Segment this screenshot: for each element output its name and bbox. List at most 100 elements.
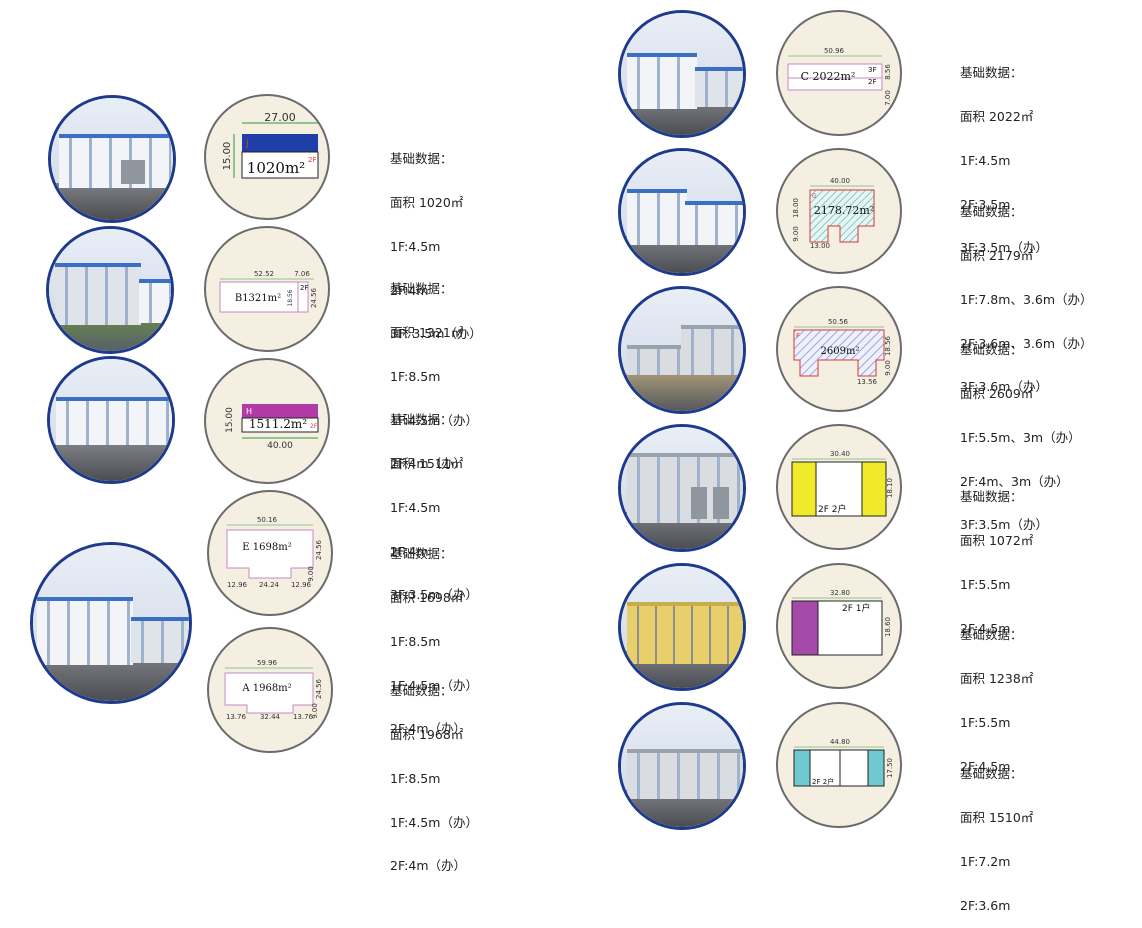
plan-a-height2: 9.00 (311, 703, 319, 719)
plan-f-height: 18.56 (884, 335, 892, 356)
plan-g-area: 2178.72m² (814, 204, 874, 217)
building-photo-j (48, 95, 176, 223)
plan-h-width: 40.00 (267, 441, 293, 451)
floor-plan-k2: 32.80 2F 1户 18.60 (776, 563, 902, 689)
info-line: 面积 1020㎡ (390, 194, 464, 210)
info-line: 1F:4.5m (390, 499, 441, 515)
info-line: 3F:3.5m（办） (960, 240, 1048, 256)
plan-k3-width: 44.80 (830, 738, 850, 746)
info-header: 基础数据： (960, 627, 1023, 643)
info-line: 2F:4m（办） (390, 456, 467, 472)
plan-e-seg-b: 24.24 (259, 581, 280, 589)
info-line: 面积 1238㎡ (960, 670, 1034, 686)
info-header: 基础数据： (960, 204, 1023, 220)
info-header: 基础数据： (390, 546, 453, 562)
info-line: 面积 1511㎡ (390, 455, 464, 471)
plan-a-seg-c: 13.76 (293, 713, 314, 721)
info-line: 3F:3.6m（办） (960, 379, 1048, 395)
info-header: 基础数据： (960, 489, 1023, 505)
plan-e-height: 24.56 (315, 539, 323, 560)
info-header: 基础数据： (390, 412, 453, 428)
floor-plan-a: 59.96 A 1968m² 24.56 9.00 13.76 32.44 13… (207, 627, 333, 753)
plan-b-width: 52.52 (254, 270, 274, 278)
plan-b-width2: 7.06 (294, 270, 310, 278)
plan-f-width: 50.56 (828, 318, 849, 326)
plan-a-width: 59.96 (257, 659, 278, 667)
info-line: 1F:4.5m（办） (390, 677, 478, 693)
floor-plan-g: 40.00 G 2178.72m² 18.00 9.00 13.00 (776, 148, 902, 274)
plan-c-area: C 2022m² (801, 70, 856, 83)
info-line: 1F:8.5m (390, 770, 441, 786)
info-header: 基础数据： (960, 766, 1023, 782)
building-photo-g (618, 148, 746, 276)
info-block-e: 基础数据： 面积 1698㎡ 1F:8.5m 1F:4.5m（办） 2F:4m（… (390, 518, 478, 752)
info-line: 1F:5.5m (960, 576, 1011, 592)
info-line: 2F:3.6m、3.6m（办） (960, 335, 1093, 351)
info-line: 1F:7.8m、3.6m（办） (960, 291, 1093, 307)
plan-e-seg-a: 12.96 (227, 581, 248, 589)
info-header: 基础数据： (960, 65, 1023, 81)
info-line: 2F:3.6m (960, 897, 1011, 913)
floor-plan-c: 50.96 C 2022m² 3F 2F 8.56 7.00 (776, 10, 902, 136)
plan-k1-width: 30.40 (830, 450, 850, 458)
info-line: 1F:5.5m (960, 714, 1011, 730)
info-line: 2F:4m（办） (390, 858, 467, 874)
plan-j-letter: J (245, 139, 249, 149)
plan-h-height: 15.00 (225, 407, 235, 433)
plan-j-floor: 2F (308, 156, 316, 164)
plan-h-letter: H (246, 407, 252, 416)
plan-g-width: 40.00 (830, 177, 850, 185)
info-line: 面积 1321㎡ (390, 324, 464, 340)
plan-b-area: B1321m² (235, 293, 281, 304)
plan-a-area: A 1968m² (241, 683, 291, 694)
info-line: 1F:4.5m（办） (390, 412, 478, 428)
info-line: 面积 2179㎡ (960, 247, 1034, 263)
info-line: 面积 2022㎡ (960, 108, 1034, 124)
plan-c-width: 50.96 (824, 47, 845, 55)
plan-b-height: 24.56 (310, 287, 318, 308)
info-line: 2F:4m（办） (390, 721, 467, 737)
info-header: 基础数据： (390, 683, 453, 699)
info-block-k3: 基础数据： 面积 1510㎡ 1F:7.2m 2F:3.6m (960, 738, 1033, 928)
plan-a-height: 24.56 (315, 678, 323, 699)
plan-j-height: 15.00 (222, 142, 233, 171)
plan-k2-width: 32.80 (830, 589, 850, 597)
plan-j-width: 27.00 (264, 111, 296, 124)
info-block-b: 基础数据： 面积 1321㎡ 1F:8.5m 1F:4.5m（办） 2F:4m（… (390, 253, 478, 487)
info-line: 面积 1698㎡ (390, 589, 464, 605)
building-photo-k3 (618, 702, 746, 830)
info-line: 面积 1968㎡ (390, 726, 464, 742)
info-line: 1F:7.2m (960, 853, 1011, 869)
building-photo-k2 (618, 563, 746, 691)
plan-k3-label: 2F 2户 (812, 777, 834, 786)
building-photo-k1 (618, 424, 746, 552)
info-line: 3F:3.5m（办） (390, 587, 478, 603)
info-block-k2: 基础数据： 面积 1238㎡ 1F:5.5m 2F:4.5m (960, 599, 1033, 789)
floor-plan-j: 27.00 J 1020m² 2F 15.00 (204, 94, 330, 220)
building-photo-h (47, 356, 175, 484)
info-block-k1: 基础数据： 面积 1072㎡ 1F:5.5m 2F:4.5m (960, 461, 1033, 651)
info-line: 1F:4.5m (960, 152, 1011, 168)
floor-plan-f: 50.56 F 2609m² 18.56 9.00 13.56 (776, 286, 902, 412)
info-line: 1F:5.5m、3m（办） (960, 429, 1081, 445)
info-line: 3F: 3.5m（办） (390, 326, 482, 342)
info-block-c: 基础数据： 面积 2022㎡ 1F:4.5m 2F:3.5m 3F:3.5m（办… (960, 37, 1048, 271)
info-line: 2F:4m、3m（办） (960, 473, 1069, 489)
floor-plan-k1: 30.40 2F 2户 18.10 (776, 424, 902, 550)
plan-g-seg: 13.00 (810, 242, 830, 250)
plan-c-height: 8.56 (884, 64, 892, 80)
info-line: 1F:8.5m (390, 633, 441, 649)
info-line: 面积 1072㎡ (960, 532, 1034, 548)
info-header: 基础数据： (390, 151, 453, 167)
info-block-f: 基础数据： 面积 2609㎡ 1F:5.5m、3m（办） 2F:4m、3m（办）… (960, 314, 1081, 548)
building-photo-c (618, 10, 746, 138)
plan-k2-label: 2F 1户 (842, 602, 871, 614)
info-block-g: 基础数据： 面积 2179㎡ 1F:7.8m、3.6m（办） 2F:3.6m、3… (960, 176, 1093, 410)
info-line: 1F:4.5m（办） (390, 814, 478, 830)
plan-h-area: 1511.2m² (249, 417, 307, 431)
plan-c-floor3: 3F (868, 66, 876, 74)
plan-h-floor: 2F (310, 423, 318, 430)
plan-f-letter: F (796, 332, 800, 340)
plan-c-height2: 7.00 (884, 90, 892, 106)
floor-plan-e: 50.16 E 1698m² 24.56 9.00 12.96 24.24 12… (207, 490, 333, 616)
